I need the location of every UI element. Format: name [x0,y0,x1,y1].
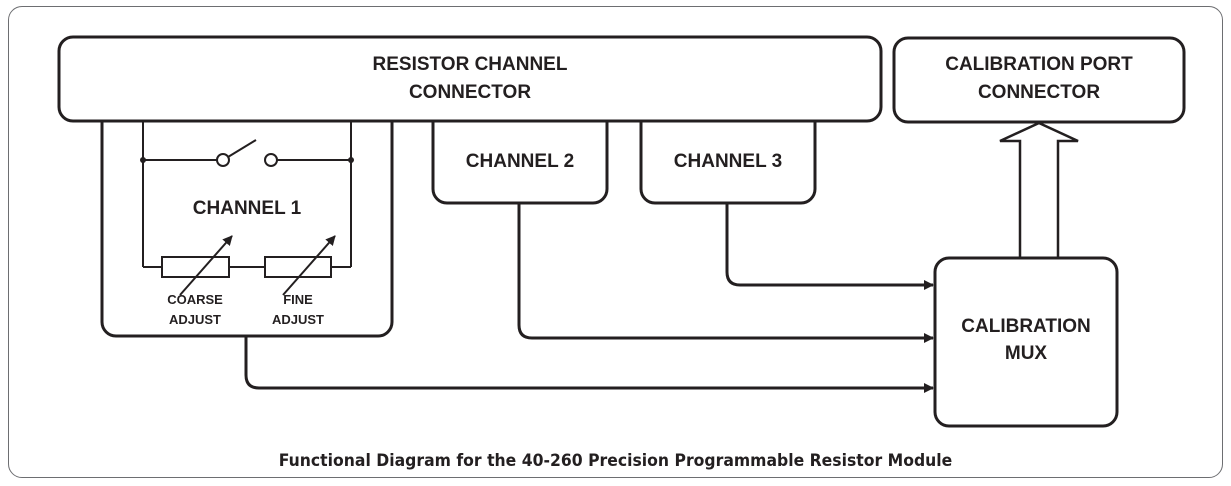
channel-2-to-mux-line [517,203,934,343]
mux-label-2: MUX [1005,343,1048,364]
coarse-label-2: ADJUST [169,312,221,327]
channel-3-to-mux-line [725,203,934,290]
fine-label-1: FINE [283,292,313,307]
switch-icon [216,139,278,167]
channel-2-label: CHANNEL 2 [466,151,574,172]
coarse-resistor-icon [161,256,230,278]
calibration-port-connector [892,36,1186,124]
fine-resistor-icon [264,256,332,278]
channel-1-circuit [142,121,352,268]
junction-dot-right [348,157,354,163]
coarse-adjust-arrow [179,235,233,296]
fine-label-2: ADJUST [272,312,324,327]
diagram-caption: Functional Diagram for the 40-260 Precis… [278,451,953,471]
channel-3-label: CHANNEL 3 [674,151,782,172]
resistor-connector-label-2: CONNECTOR [409,82,531,103]
fine-adjust-arrow [282,235,336,296]
channel-1-label: CHANNEL 1 [193,198,302,219]
junction-dot-left [140,157,146,163]
calibration-mux-block [933,256,1119,428]
channel-1-to-mux-line [244,336,934,393]
calibration-port-label-2: CONNECTOR [978,82,1100,103]
calibration-port-label-1: CALIBRATION PORT [945,54,1133,75]
resistor-connector-label-1: RESISTOR CHANNEL [373,54,568,75]
resistor-channel-connector [57,35,883,123]
data-bus-arrow [999,121,1079,258]
coarse-label-1: COARSE [167,292,223,307]
mux-label-1: CALIBRATION [961,316,1090,337]
